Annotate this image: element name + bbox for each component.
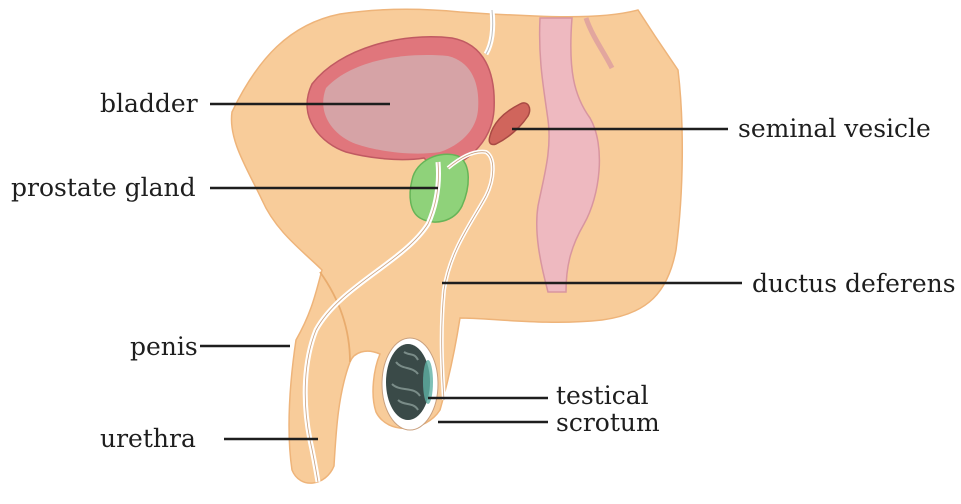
testical-label: testical bbox=[556, 381, 649, 410]
bladder-label: bladder bbox=[100, 89, 198, 118]
prostate-gland-label: prostate gland bbox=[11, 173, 196, 202]
seminal-vesicle-label: seminal vesicle bbox=[738, 114, 931, 143]
penis-label: penis bbox=[130, 332, 198, 361]
ductus-deferens-label: ductus deferens bbox=[752, 269, 956, 298]
urethra-label: urethra bbox=[100, 424, 196, 453]
scrotum-label: scrotum bbox=[556, 408, 660, 437]
